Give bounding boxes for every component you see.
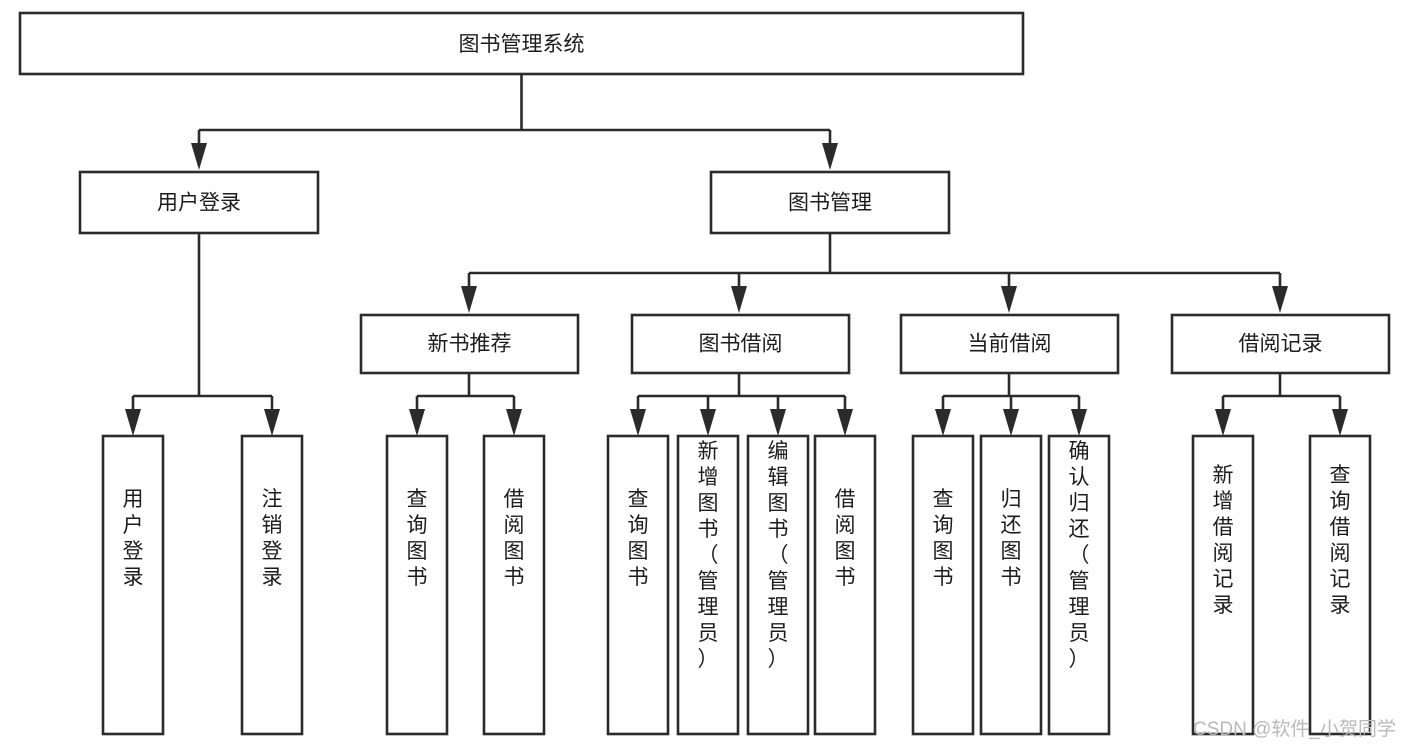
node-leaf-query-book-2-box[interactable]	[606, 434, 670, 736]
node-leaf-add-record[interactable]: 新增借阅记录	[1191, 434, 1255, 736]
node-root-system-box[interactable]	[18, 11, 1025, 76]
connector-group-bookborrow-leaves	[630, 373, 853, 436]
node-leaf-add-book-label: 新增图书（管理员）	[698, 440, 719, 671]
arrow-head-currentborrow	[1001, 286, 1017, 313]
node-current-borrow-box[interactable]	[899, 313, 1120, 375]
node-leaf-confirm-return-box[interactable]	[1047, 434, 1111, 736]
node-leaf-confirm-return[interactable]: 确认归还（管理员）	[1047, 434, 1111, 736]
node-leaf-query-record[interactable]: 查询借阅记录	[1308, 434, 1372, 736]
connector-group-book-management	[461, 233, 1288, 313]
node-borrow-record[interactable]: 借阅记录	[1170, 313, 1391, 375]
node-leaf-return-book[interactable]: 归还图书	[979, 434, 1043, 736]
arrow-head-leaf-borrow-book-2	[837, 409, 853, 436]
node-new-book-recommend-box[interactable]	[359, 313, 580, 375]
node-root-system-label: 图书管理系统	[459, 33, 585, 56]
node-book-borrow-box[interactable]	[630, 313, 851, 375]
node-leaf-edit-book-box[interactable]	[746, 434, 810, 736]
node-leaf-edit-book[interactable]: 编辑图书（管理员）	[746, 434, 810, 736]
node-borrow-record-box[interactable]	[1170, 313, 1391, 375]
node-book-borrow-label: 图书借阅	[699, 333, 783, 356]
node-book-management[interactable]: 图书管理	[709, 170, 951, 235]
node-leaf-borrow-book-2-label: 借阅图书	[835, 488, 856, 589]
node-current-borrow[interactable]: 当前借阅	[899, 313, 1120, 375]
node-leaf-logout-login-box[interactable]	[240, 434, 304, 736]
node-leaf-logout-login[interactable]: 注销登录	[240, 434, 304, 736]
node-leaf-logout-login-label: 注销登录	[262, 488, 283, 589]
arrow-head-leaf-add-book	[700, 409, 716, 436]
arrow-head-leaf-add-record	[1215, 409, 1231, 436]
node-user-login[interactable]: 用户登录	[78, 170, 320, 235]
node-user-login-box[interactable]	[78, 170, 320, 235]
node-leaf-query-book-1-label: 查询图书	[407, 488, 428, 589]
arrow-head-leaf-query-book-1	[409, 409, 425, 436]
arrow-head-leaf-query-record	[1332, 409, 1348, 436]
node-current-borrow-label: 当前借阅	[968, 333, 1052, 356]
node-leaf-query-book-3-label: 查询图书	[933, 488, 954, 589]
node-leaf-query-book-2-label: 查询图书	[628, 488, 649, 589]
node-book-management-box[interactable]	[709, 170, 951, 235]
node-leaf-borrow-book-2[interactable]: 借阅图书	[813, 434, 877, 736]
arrow-head-leaf-borrow-book-1	[506, 409, 522, 436]
node-root-system[interactable]: 图书管理系统	[18, 11, 1025, 76]
arrow-head-leaf-return-book	[1003, 409, 1019, 436]
node-leaf-query-book-1[interactable]: 查询图书	[385, 434, 449, 736]
connector-group-root	[191, 74, 838, 170]
arrow-head-leaf-query-book-3	[935, 409, 951, 436]
node-leaf-borrow-book-2-box[interactable]	[813, 434, 877, 736]
arrow-head-newbook	[461, 286, 477, 313]
arrow-head-leaf-confirm-return	[1071, 409, 1087, 436]
node-user-login-label: 用户登录	[157, 192, 241, 215]
csdn-watermark: CSDN @软件_小贺同学	[1193, 718, 1396, 740]
node-leaf-borrow-book-1-box[interactable]	[482, 434, 546, 736]
node-leaf-add-book[interactable]: 新增图书（管理员）	[676, 434, 740, 736]
arrow-head-bookborrow	[731, 286, 747, 313]
connector-group-user-login-leaves	[125, 233, 280, 436]
node-leaf-query-book-1-box[interactable]	[385, 434, 449, 736]
node-book-management-label: 图书管理	[788, 192, 872, 215]
node-leaf-return-book-box[interactable]	[979, 434, 1043, 736]
arrow-head-bookmgmt	[822, 143, 838, 170]
node-leaf-add-record-label: 新增借阅记录	[1213, 464, 1234, 617]
connector-group-borrowrecord-leaves	[1215, 373, 1348, 436]
node-leaf-borrow-book-1[interactable]: 借阅图书	[482, 434, 546, 736]
node-leaf-borrow-book-1-label: 借阅图书	[504, 488, 525, 589]
arrow-head-leaf-edit-book	[770, 409, 786, 436]
arrow-head-borrowrecord	[1272, 286, 1288, 313]
arrow-head-leaf-logout-login	[264, 409, 280, 436]
node-leaf-user-login[interactable]: 用户登录	[101, 434, 165, 736]
arrow-head-leaf-user-login	[125, 409, 141, 436]
node-new-book-recommend[interactable]: 新书推荐	[359, 313, 580, 375]
node-leaf-add-book-box[interactable]	[676, 434, 740, 736]
node-book-borrow[interactable]: 图书借阅	[630, 313, 851, 375]
node-leaf-user-login-label: 用户登录	[123, 488, 144, 589]
connector-group-currentborrow-leaves	[935, 373, 1087, 436]
node-leaf-query-book-3-box[interactable]	[911, 434, 975, 736]
node-leaf-confirm-return-label: 确认归还（管理员）	[1069, 440, 1090, 671]
node-leaf-add-record-box[interactable]	[1191, 434, 1255, 736]
arrow-head-userlogin	[191, 143, 207, 170]
node-borrow-record-label: 借阅记录	[1239, 333, 1323, 356]
arrow-head-leaf-query-book-2	[630, 409, 646, 436]
node-leaf-query-record-box[interactable]	[1308, 434, 1372, 736]
node-leaf-return-book-label: 归还图书	[1001, 488, 1022, 589]
node-new-book-recommend-label: 新书推荐	[428, 333, 512, 356]
node-leaf-edit-book-label: 编辑图书（管理员）	[768, 440, 789, 671]
node-leaf-user-login-box[interactable]	[101, 434, 165, 736]
node-leaf-query-book-3[interactable]: 查询图书	[911, 434, 975, 736]
node-leaf-query-record-label: 查询借阅记录	[1330, 464, 1351, 617]
node-leaf-query-book-2[interactable]: 查询图书	[606, 434, 670, 736]
connector-group-newbook-leaves	[409, 373, 522, 436]
